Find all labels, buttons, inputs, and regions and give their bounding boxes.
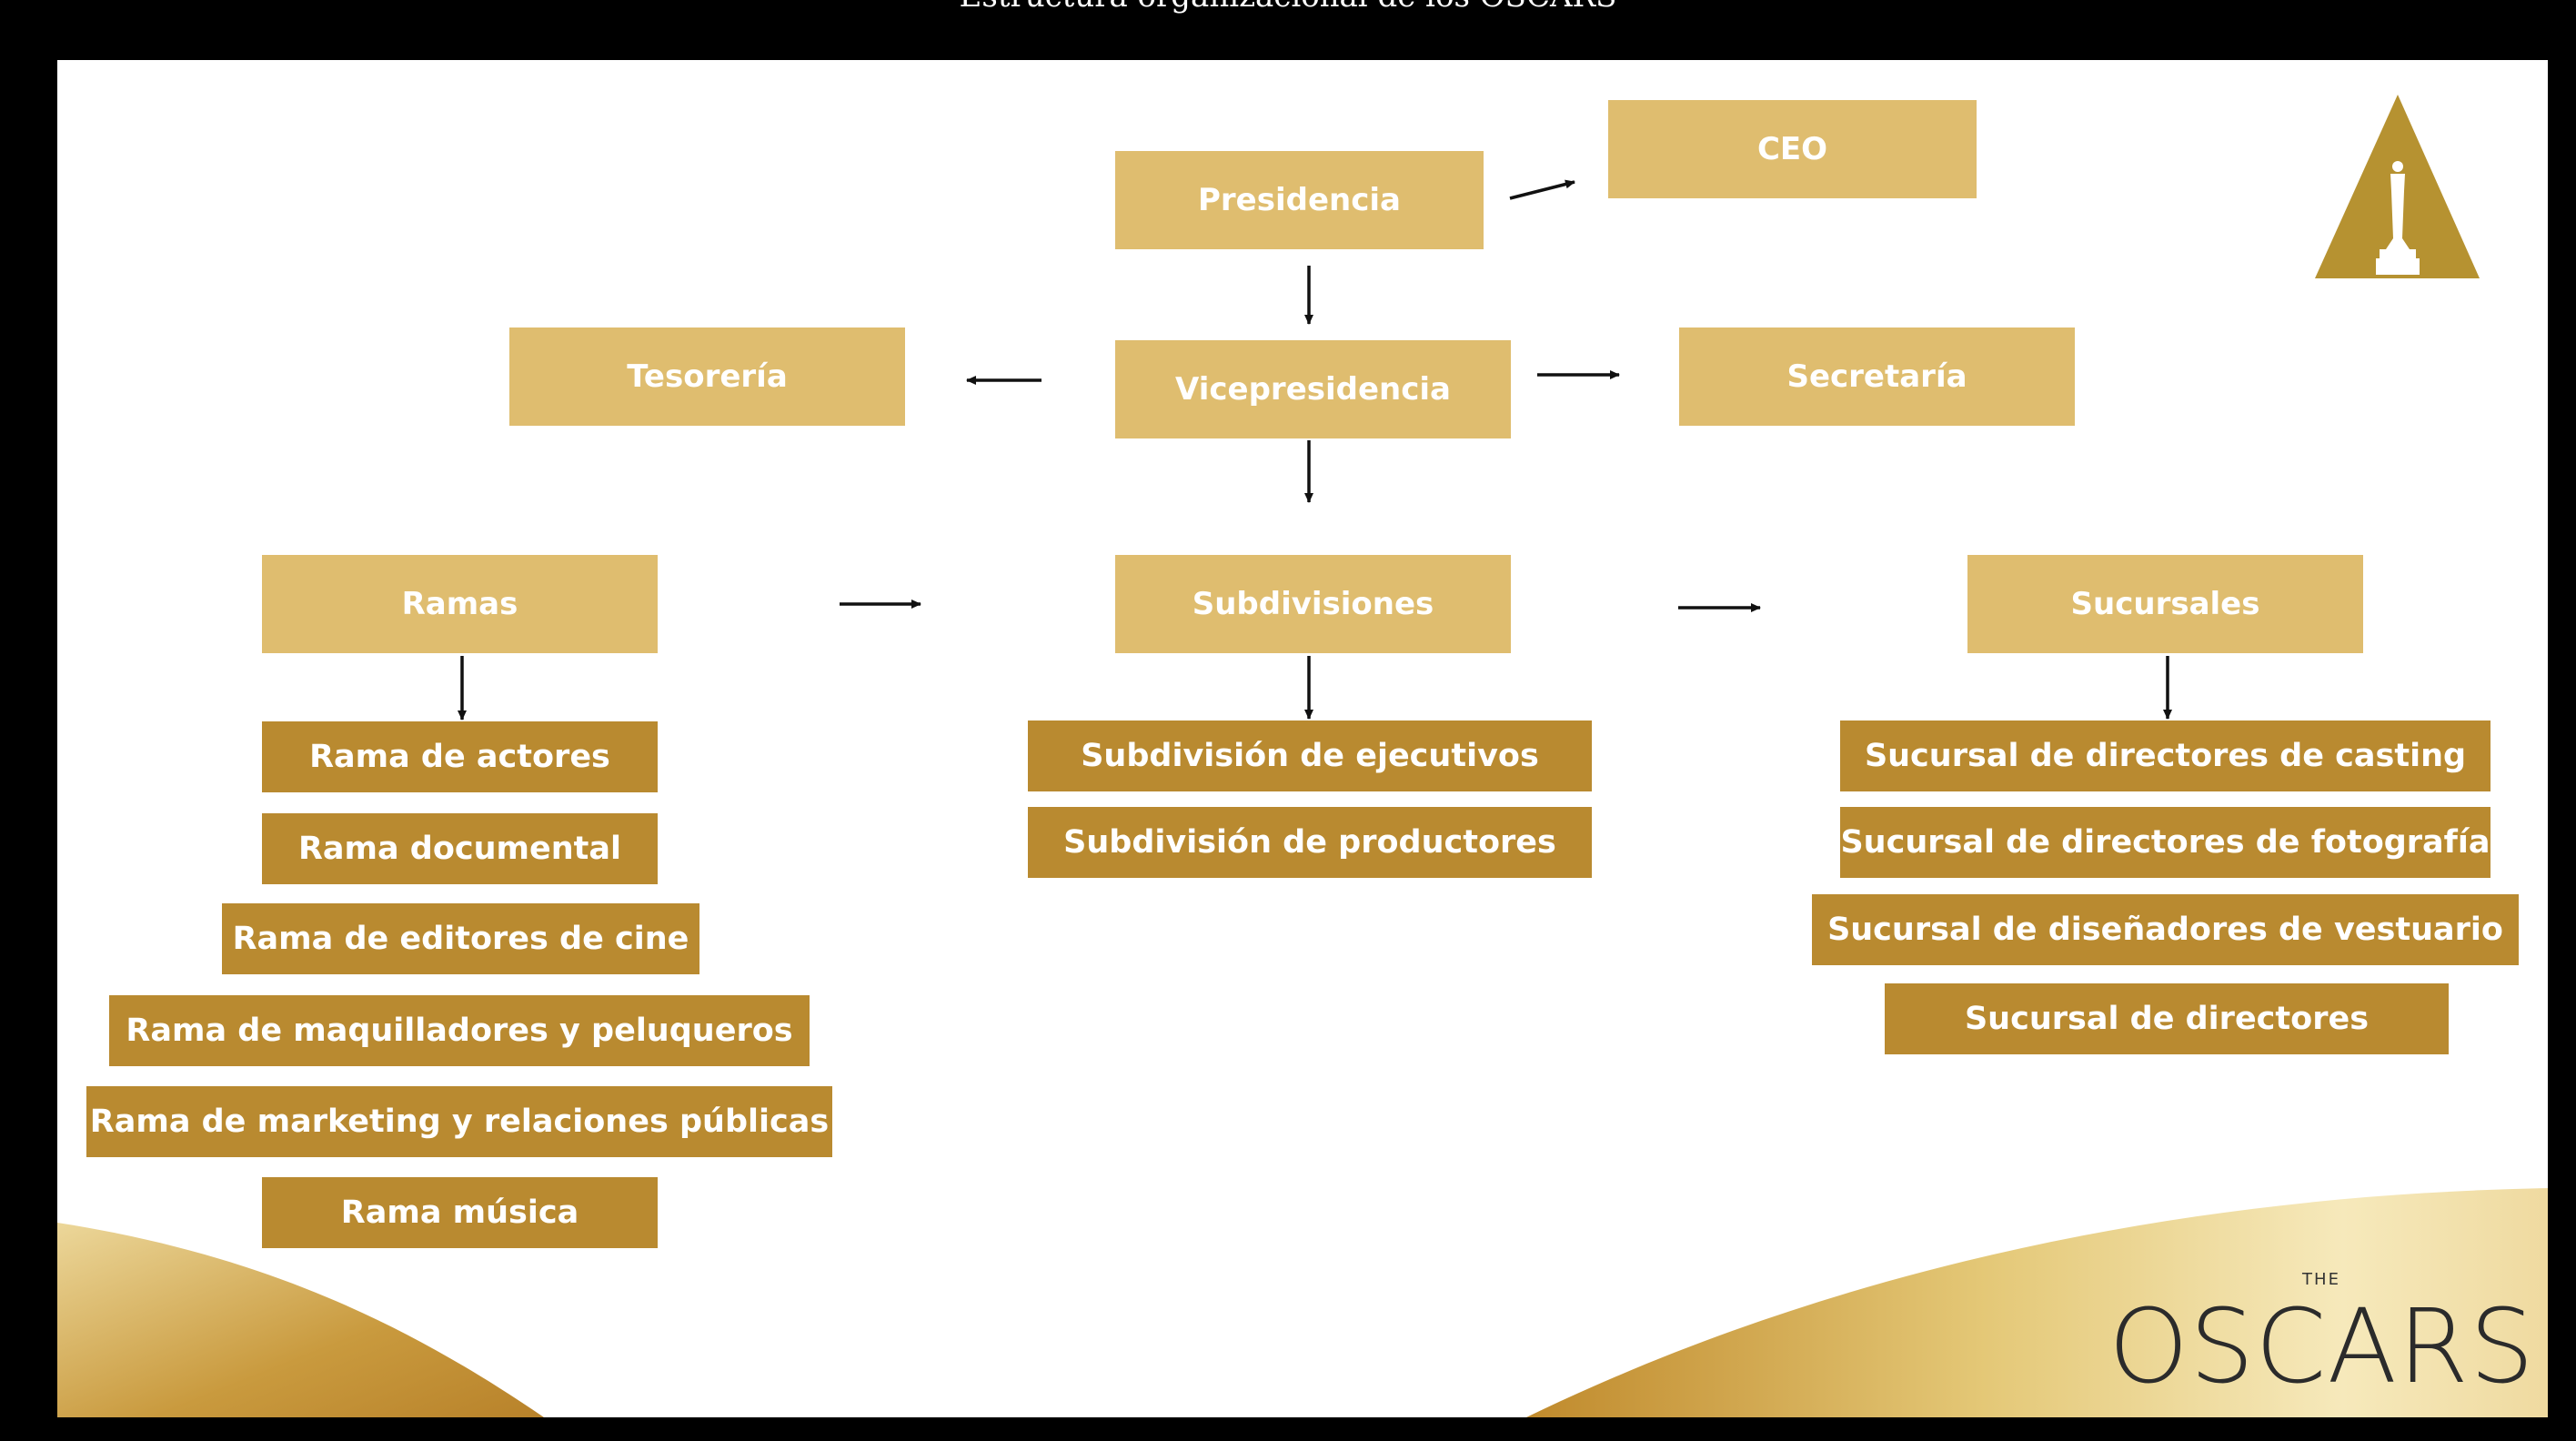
oscars-the-label: THE [2302, 1270, 2340, 1289]
connector-arrows [458, 179, 2172, 720]
arrow-presidencia-ceo [1509, 179, 1575, 200]
sucursal-item: Sucursal de directores [1885, 983, 2449, 1054]
rama-item: Rama música [262, 1177, 658, 1248]
subdivision-item: Subdivisión de ejecutivos [1028, 720, 1592, 791]
sucursal-item: Sucursal de diseñadores de vestuario [1812, 894, 2519, 965]
rama-item: Rama de actores [262, 721, 658, 792]
box-vicepresidencia: Vicepresidencia [1115, 340, 1511, 438]
page-title: Estructura organizacional de los OSCARS [0, 0, 2576, 15]
box-tesoreria: Tesorería [509, 328, 905, 426]
box-sucursales: Sucursales [1967, 555, 2363, 653]
rama-item: Rama de marketing y relaciones públicas [86, 1086, 832, 1157]
subdivision-item: Subdivisión de productores [1028, 807, 1592, 878]
box-presidencia: Presidencia [1115, 151, 1484, 249]
oscars-name-label: OSCARS [2108, 1288, 2535, 1406]
box-ramas: Ramas [262, 555, 658, 653]
box-ceo: CEO [1608, 100, 1977, 198]
rama-item: Rama de editores de cine [222, 903, 699, 974]
sucursal-item: Sucursal de directores de casting [1840, 720, 2490, 791]
slide-canvas: THE OSCARS CEO Presidencia Tesorería Vic… [57, 60, 2548, 1417]
oscar-statuette-logo [2315, 95, 2480, 278]
rama-item: Rama documental [262, 813, 658, 884]
box-secretaria: Secretaría [1679, 328, 2075, 426]
box-subdivisiones: Subdivisiones [1115, 555, 1511, 653]
gold-wave-decoration [57, 1188, 2548, 1417]
oscars-wordmark: THE OSCARS [2108, 1270, 2535, 1416]
rama-item: Rama de maquilladores y peluqueros [109, 995, 810, 1066]
sucursal-item: Sucursal de directores de fotografía [1840, 807, 2490, 878]
